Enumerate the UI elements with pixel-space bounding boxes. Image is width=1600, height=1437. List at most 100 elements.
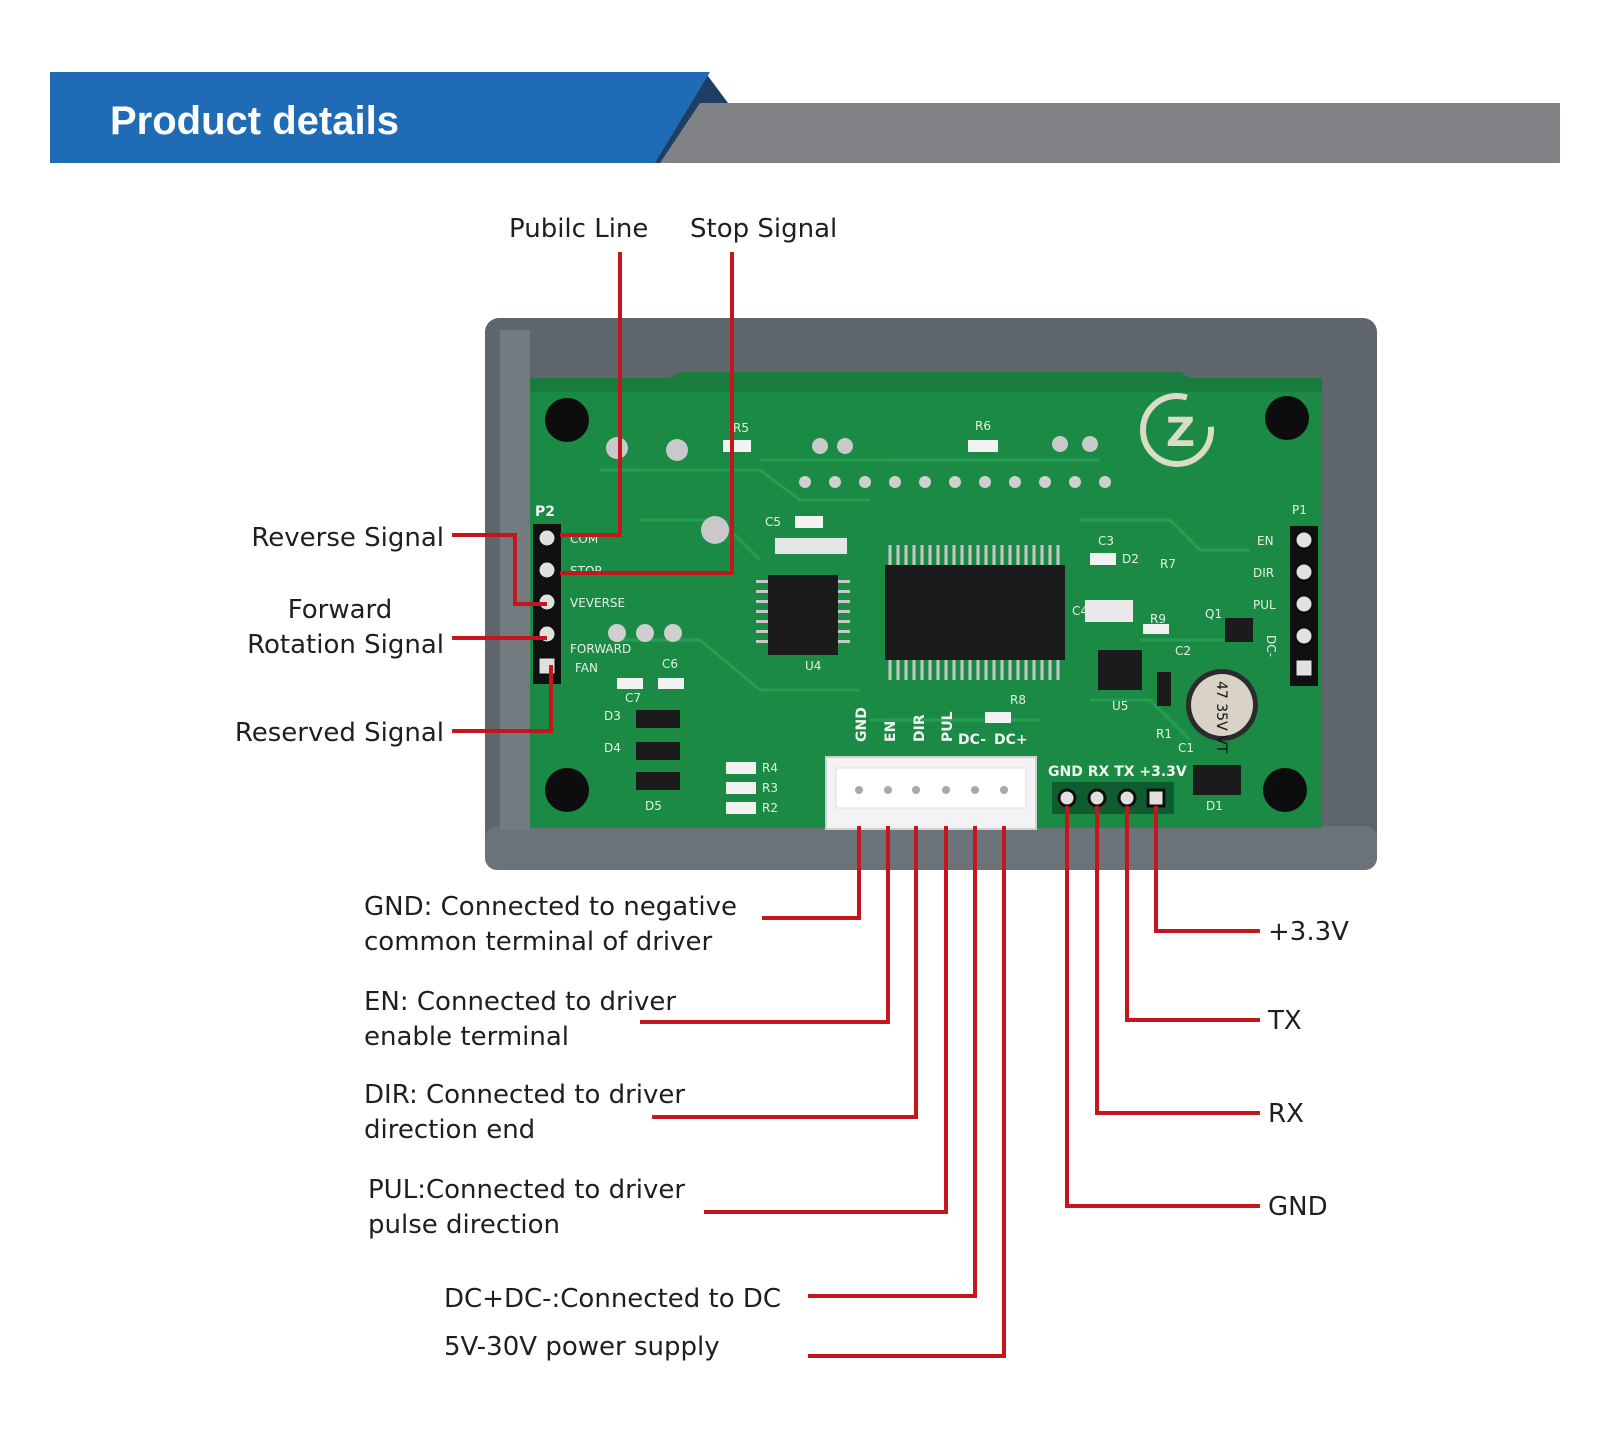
silk-d5: D5	[645, 799, 662, 813]
connector-inner	[835, 767, 1027, 809]
silk-r6: R6	[975, 419, 991, 433]
silk-conn-dir: DIR	[912, 714, 928, 742]
u4-ic	[768, 575, 838, 655]
c6-part	[658, 678, 684, 689]
label-forward-2: Rotation Signal	[247, 630, 444, 660]
label-public-line: Pubilc Line	[509, 214, 648, 244]
wire-dc-minus	[808, 826, 977, 1298]
banner-dark-slant	[650, 72, 728, 163]
c5	[795, 516, 823, 528]
q1-transistor	[1225, 618, 1253, 642]
wire-pul	[704, 826, 948, 1214]
label-stop-signal: Stop Signal	[690, 214, 837, 244]
wire-gnd	[762, 826, 861, 920]
u4-pins	[756, 580, 850, 643]
header-banner: Product details	[50, 72, 1560, 163]
silk-r4: R4	[762, 761, 778, 775]
banner-blue-block	[50, 72, 710, 163]
c3	[1090, 553, 1116, 565]
wire-reverse-signal	[452, 533, 547, 606]
silk-r9: R9	[1150, 612, 1166, 626]
left-passives	[608, 624, 682, 642]
label-gnd-line2: common terminal of driver	[364, 927, 713, 957]
via-6	[1052, 436, 1068, 452]
r9-part	[1143, 624, 1169, 634]
silk-fan: FAN	[575, 661, 598, 675]
silk-d1: D1	[1206, 799, 1223, 813]
silk-d4: D4	[604, 741, 621, 755]
d1-diode	[1193, 765, 1241, 795]
silk-conn-en: EN	[883, 721, 899, 742]
r8-part	[985, 712, 1011, 723]
wire-rx	[1095, 806, 1260, 1115]
pad-row	[799, 476, 1111, 488]
pcb-traces	[600, 458, 1250, 742]
silk-c3: C3	[1098, 534, 1114, 548]
label-reverse-signal: Reverse Signal	[251, 523, 444, 553]
mount-hole-bl	[545, 768, 589, 812]
wire-tx	[1125, 806, 1260, 1022]
label-reserved-signal: Reserved Signal	[235, 718, 444, 748]
silk-u4: U4	[805, 659, 821, 673]
connector-pins	[855, 786, 1008, 794]
callout-labels: Pubilc Line Stop Signal Reverse Signal F…	[235, 214, 1349, 1362]
label-3v3: +3.3V	[1268, 917, 1349, 947]
silk-d3: D3	[604, 709, 621, 723]
silk-conn-gnd: GND	[854, 707, 870, 742]
silk-c7: C7	[625, 691, 641, 705]
silk-r8: R8	[1010, 693, 1026, 707]
mcu-pins-top	[888, 545, 1060, 680]
wire-stop-signal	[560, 252, 734, 575]
page-title: Product details	[110, 99, 399, 143]
label-dir-line1: DIR: Connected to driver	[364, 1080, 685, 1110]
silk-conn-dcp: DC+	[994, 732, 1028, 748]
silk-p1-dir: DIR	[1253, 566, 1274, 580]
silk-r7: R7	[1160, 557, 1176, 571]
pcb-notch	[530, 372, 1322, 392]
wire-public-line	[560, 252, 622, 537]
silk-u5: U5	[1112, 699, 1128, 713]
label-pul-line2: pulse direction	[368, 1210, 560, 1240]
mount-hole-tl	[545, 398, 589, 442]
label-tx: TX	[1267, 1006, 1302, 1036]
label-gnd-uart: GND	[1268, 1192, 1328, 1222]
callout-wires	[452, 252, 1260, 1358]
silk-r5: R5	[733, 421, 749, 435]
r6	[968, 440, 998, 452]
silk-r1: R1	[1156, 727, 1172, 741]
silk-p1-en: EN	[1257, 534, 1274, 548]
label-dir-line2: direction end	[364, 1115, 535, 1145]
wire-uart-gnd	[1065, 806, 1260, 1208]
silk-p2: P2	[535, 504, 555, 520]
r4-part	[726, 762, 756, 774]
label-gnd-line1: GND: Connected to negative	[364, 892, 737, 922]
capacitor-label: 47 35V VT	[1213, 681, 1229, 754]
via-2	[666, 439, 688, 461]
silk-p1: P1	[1292, 503, 1307, 517]
via-4	[812, 438, 828, 454]
r5	[723, 440, 751, 452]
silk-conn-pul: PUL	[940, 711, 956, 742]
r1-part	[1157, 672, 1171, 706]
silk-c4: C4	[1072, 604, 1088, 618]
mcu-chip	[885, 565, 1065, 660]
d3-diode	[636, 710, 680, 728]
label-dc-line1: DC+DC-:Connected to DC	[444, 1284, 781, 1314]
d5-diode	[636, 772, 680, 790]
label-dc-line2: 5V-30V power supply	[444, 1332, 720, 1362]
label-en-line2: enable terminal	[364, 1022, 569, 1052]
silk-p1-pul: PUL	[1253, 598, 1276, 612]
c4-part	[1085, 600, 1133, 622]
silk-r3: R3	[762, 781, 778, 795]
via-7	[1082, 436, 1098, 452]
silk-veverse: VEVERSE	[570, 596, 625, 610]
silk-forward: FORWARD	[570, 642, 631, 656]
wire-dir	[652, 826, 918, 1119]
silk-c2: C2	[1175, 644, 1191, 658]
label-en-line1: EN: Connected to driver	[364, 987, 676, 1017]
label-forward-1: Forward	[288, 595, 393, 625]
silk-conn-dcm: DC-	[958, 732, 986, 748]
silk-uart: GND RX TX +3.3V	[1048, 764, 1187, 780]
via-1	[606, 437, 628, 459]
